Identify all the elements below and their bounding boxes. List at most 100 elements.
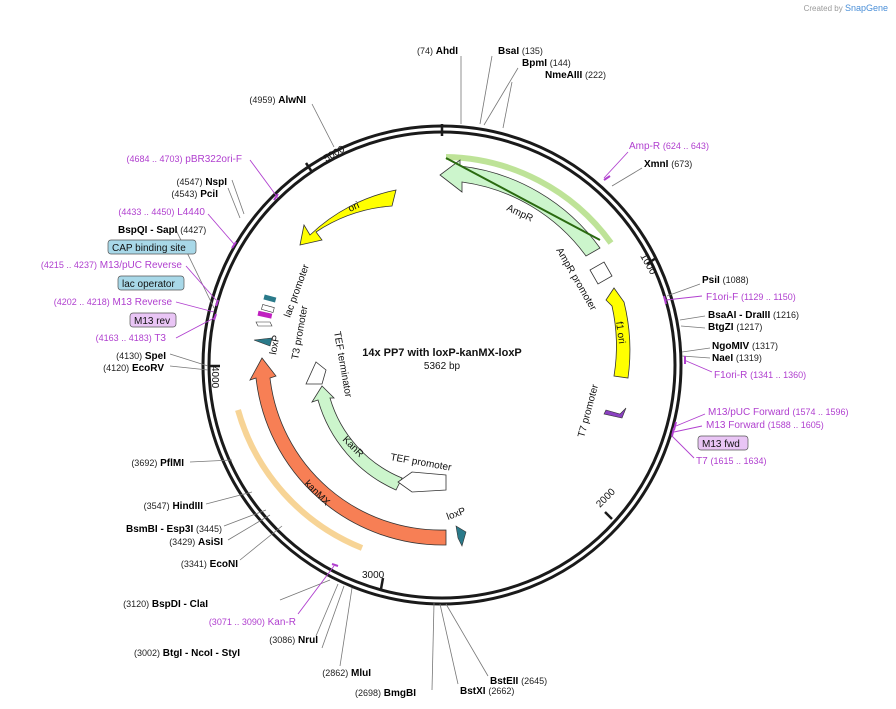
primer-label-t3[interactable]: (4163 .. 4183) T3 xyxy=(96,333,167,344)
site-name: BstXI xyxy=(460,686,486,697)
cap-site-box[interactable] xyxy=(107,239,197,255)
site-label-bsmbi[interactable]: BsmBI - Esp3I (3445) xyxy=(126,524,222,535)
site-name: BsmBI - Esp3I xyxy=(126,524,193,535)
primer-label-m13-puc-forward[interactable]: M13/pUC Forward (1574 .. 1596) xyxy=(708,407,849,418)
site-label-btgzi[interactable]: BtgZI (1217) xyxy=(708,322,762,333)
loxp-bottom-arrow[interactable] xyxy=(455,525,467,547)
kanr-feature-arrow[interactable] xyxy=(311,385,403,491)
tef-terminator-label: TEF terminator xyxy=(331,331,354,399)
tef-promoter-arrow[interactable] xyxy=(397,471,447,493)
site-position: (3002) xyxy=(134,648,160,658)
tick-1000 xyxy=(646,256,657,266)
site-label-bspdi[interactable]: (3120) BspDI - ClaI xyxy=(123,599,208,610)
primer-name: Kan-R xyxy=(268,617,296,628)
primer-range: (4163 .. 4183) xyxy=(96,333,152,343)
site-label-psii[interactable]: PsiI (1088) xyxy=(702,275,749,286)
primer-labels: Amp-R (624 .. 643) F1ori-F (1129 .. 1150)… xyxy=(41,141,849,628)
site-position: (4120) xyxy=(103,363,129,373)
primer-name: T3 xyxy=(154,333,166,344)
site-position: (1088) xyxy=(723,275,749,285)
site-name: SpeI xyxy=(145,351,166,362)
site-position: (1319) xyxy=(736,353,762,363)
primer-label-m13-puc-reverse[interactable]: (4215 .. 4237) M13/pUC Reverse xyxy=(41,260,183,271)
lac-operator-box[interactable] xyxy=(117,275,185,291)
primer-range: (4215 .. 4237) xyxy=(41,260,97,270)
kanmx-feature-arrow[interactable] xyxy=(249,357,447,546)
site-label-spei[interactable]: (4130) SpeI xyxy=(116,351,166,362)
site-label-econi[interactable]: (3341) EcoNI xyxy=(181,559,238,570)
primer-label-m13-reverse[interactable]: (4202 .. 4218) M13 Reverse xyxy=(54,297,173,308)
site-label-naei[interactable]: NaeI (1319) xyxy=(712,353,762,364)
primer-label-t7[interactable]: T7 (1615 .. 1634) xyxy=(696,456,767,467)
m13-fwd-box[interactable] xyxy=(697,435,749,451)
site-name: HindIII xyxy=(172,501,203,512)
ori-feature-arrow[interactable] xyxy=(299,189,397,246)
site-label-ecorv[interactable]: (4120) EcoRV xyxy=(103,363,164,374)
primer-name: M13/pUC Forward xyxy=(708,407,790,418)
primer-label-kan-r[interactable]: (3071 .. 3090) Kan-R xyxy=(209,617,296,628)
site-label-xmni[interactable]: XmnI (673) xyxy=(644,159,692,170)
site-name: NmeAIII xyxy=(545,70,582,81)
site-label-bstxi[interactable]: BstXI (2662) xyxy=(460,686,514,697)
f1-ori-label: f1 ori xyxy=(613,321,627,345)
site-name: PflMI xyxy=(160,458,184,469)
site-label-pflmi[interactable]: (3692) PflMI xyxy=(131,458,184,469)
site-name: PsiI xyxy=(702,275,720,286)
site-label-bmgbi[interactable]: (2698) BmgBI xyxy=(355,688,416,699)
site-label-bpmi[interactable]: BpmI (144) xyxy=(522,58,571,69)
site-label-bsteii[interactable]: BstEII (2645) xyxy=(490,676,547,687)
site-name: XmnI xyxy=(644,159,669,170)
primer-label-amp-r[interactable]: Amp-R (624 .. 643) xyxy=(629,141,709,152)
site-label-ahdi[interactable]: (74) AhdI xyxy=(417,46,458,57)
primer-label-pbr322ori-f[interactable]: (4684 .. 4703) pBR322ori-F xyxy=(126,154,242,165)
site-label-hindiii[interactable]: (3547) HindIII xyxy=(144,501,204,512)
primer-range: (1129 .. 1150) xyxy=(741,292,796,302)
primer-name: T7 xyxy=(696,456,708,467)
site-position: (3120) xyxy=(123,599,149,609)
primer-label-f1ori-f[interactable]: F1ori-F (1129 .. 1150) xyxy=(706,292,796,303)
m13-rev-label: M13 rev xyxy=(134,316,170,327)
site-label-asisi[interactable]: (3429) AsiSI xyxy=(169,537,223,548)
primer-label-l4440[interactable]: (4433 .. 4450) L4440 xyxy=(118,207,205,218)
site-label-pcii[interactable]: (4543) PciI xyxy=(171,189,218,200)
t3-promoter-arrow[interactable] xyxy=(255,321,273,327)
site-name: BsaAI - DraIII xyxy=(708,310,770,321)
lac-operator-label: lac operator xyxy=(122,279,175,290)
site-label-bspqi[interactable]: BspQI - SapI (4427) xyxy=(118,225,206,236)
site-position: (1216) xyxy=(773,310,799,320)
site-name: BsaI xyxy=(498,46,519,57)
site-label-nspi[interactable]: (4547) NspI xyxy=(177,177,228,188)
primer-label-m13-forward[interactable]: M13 Forward (1588 .. 1605) xyxy=(706,420,824,431)
loxp-top-arrow[interactable] xyxy=(253,337,273,347)
ampr-promoter-arrow[interactable] xyxy=(589,261,613,285)
primer-range: (4684 .. 4703) xyxy=(126,154,182,164)
site-label-alwni[interactable]: (4959) AlwNI xyxy=(249,95,306,106)
tef-terminator-arrow[interactable] xyxy=(305,361,327,385)
f1-ori-feature-arrow[interactable] xyxy=(605,287,631,379)
primer-name: M13 Reverse xyxy=(113,297,173,308)
site-label-mlui[interactable]: (2862) MluI xyxy=(322,668,371,679)
site-label-ngomiv[interactable]: NgoMIV (1317) xyxy=(712,341,778,352)
ampr-feature-arrow[interactable] xyxy=(439,159,601,257)
m13-rev-box[interactable] xyxy=(129,312,177,328)
tick-label-4000: 4000 xyxy=(209,366,220,389)
site-label-bsai[interactable]: BsaI (135) xyxy=(498,46,543,57)
site-name: MluI xyxy=(351,668,371,679)
primer-leader-lines xyxy=(175,151,713,615)
site-name: NaeI xyxy=(712,353,733,364)
site-position: (3445) xyxy=(196,524,222,534)
t7-promoter-arrow[interactable] xyxy=(603,407,627,419)
primer-label-f1ori-r[interactable]: F1ori-R (1341 .. 1360) xyxy=(714,370,806,381)
tick-5000 xyxy=(304,162,314,173)
site-label-nrui[interactable]: (3086) NruI xyxy=(269,635,318,646)
m13-fwd-label: M13 fwd xyxy=(702,439,740,450)
site-position: (4130) xyxy=(116,351,142,361)
site-label-nmeaiii[interactable]: NmeAIII (222) xyxy=(545,70,606,81)
site-name: EcoRV xyxy=(132,363,164,374)
amp-r-primer-bar xyxy=(445,157,601,241)
site-name: BtgI - NcoI - StyI xyxy=(163,648,240,659)
site-position: (3086) xyxy=(269,635,295,645)
site-label-bsaai[interactable]: BsaAI - DraIII (1216) xyxy=(708,310,799,321)
site-label-btgi[interactable]: (3002) BtgI - NcoI - StyI xyxy=(134,648,240,659)
